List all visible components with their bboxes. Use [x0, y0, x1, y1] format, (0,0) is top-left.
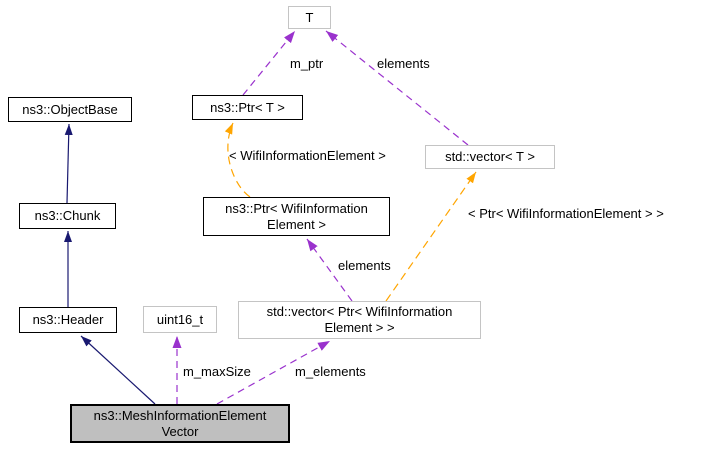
node-ns3-objectbase[interactable]: ns3::ObjectBase — [8, 97, 132, 122]
node-ns3-meshinformationelementvector: ns3::MeshInformationElement Vector — [70, 404, 290, 443]
edge-label-m-maxsize: m_maxSize — [183, 364, 251, 379]
node-label-line2: Element > — [267, 216, 326, 232]
edge-label-m-ptr: m_ptr — [290, 56, 324, 71]
node-std-vector-t: std::vector< T > — [425, 145, 555, 169]
node-label: std::vector< T > — [445, 149, 535, 164]
edge-usage-elements-vector-t — [325, 30, 469, 146]
edge-inherit-mesh-to-header — [80, 335, 156, 405]
node-ns3-ptr-wifiinformationelement[interactable]: ns3::Ptr< WifiInformation Element > — [203, 197, 390, 236]
edge-label-template-ptr-wifiinformationelement: < Ptr< WifiInformationElement > > — [468, 206, 664, 221]
edge-usage-m-elements — [216, 340, 331, 405]
edge-label-template-wifiinformationelement: < WifiInformationElement > — [229, 148, 386, 163]
node-uint16-t: uint16_t — [143, 306, 217, 333]
edge-inherit-chunk-to-objectbase — [64, 123, 73, 204]
edge-usage-elements-mid — [306, 238, 353, 302]
node-label: T — [305, 9, 314, 25]
node-label: ns3::Chunk — [34, 208, 101, 223]
edge-template-vector-ptr-to-vector-t — [385, 171, 477, 302]
node-template-param-t: T — [288, 6, 331, 29]
node-ns3-header[interactable]: ns3::Header — [19, 307, 117, 333]
edge-label-elements-mid: elements — [338, 258, 391, 273]
node-label-line1: ns3::MeshInformationElement — [93, 407, 267, 423]
edge-label-m-elements: m_elements — [295, 364, 366, 379]
node-label-line1: std::vector< Ptr< WifiInformation — [266, 304, 453, 319]
edge-usage-m-ptr — [242, 30, 296, 96]
node-label-line2: Element > > — [324, 320, 395, 335]
edge-label-elements-top: elements — [377, 56, 430, 71]
node-label-line2: Vector — [161, 423, 199, 439]
node-label: ns3::ObjectBase — [22, 101, 118, 117]
node-label-line1: ns3::Ptr< WifiInformation — [225, 200, 368, 216]
node-label: ns3::Header — [32, 312, 104, 327]
node-label: uint16_t — [156, 311, 204, 327]
edge-template-ptr-wifi-to-ptr-t — [224, 122, 251, 198]
node-label: ns3::Ptr< T > — [210, 99, 285, 115]
node-ns3-ptr-t[interactable]: ns3::Ptr< T > — [192, 95, 303, 120]
node-std-vector-ptr-wifiinformationelement: std::vector< Ptr< WifiInformation Elemen… — [238, 301, 481, 339]
node-ns3-chunk[interactable]: ns3::Chunk — [19, 203, 116, 229]
